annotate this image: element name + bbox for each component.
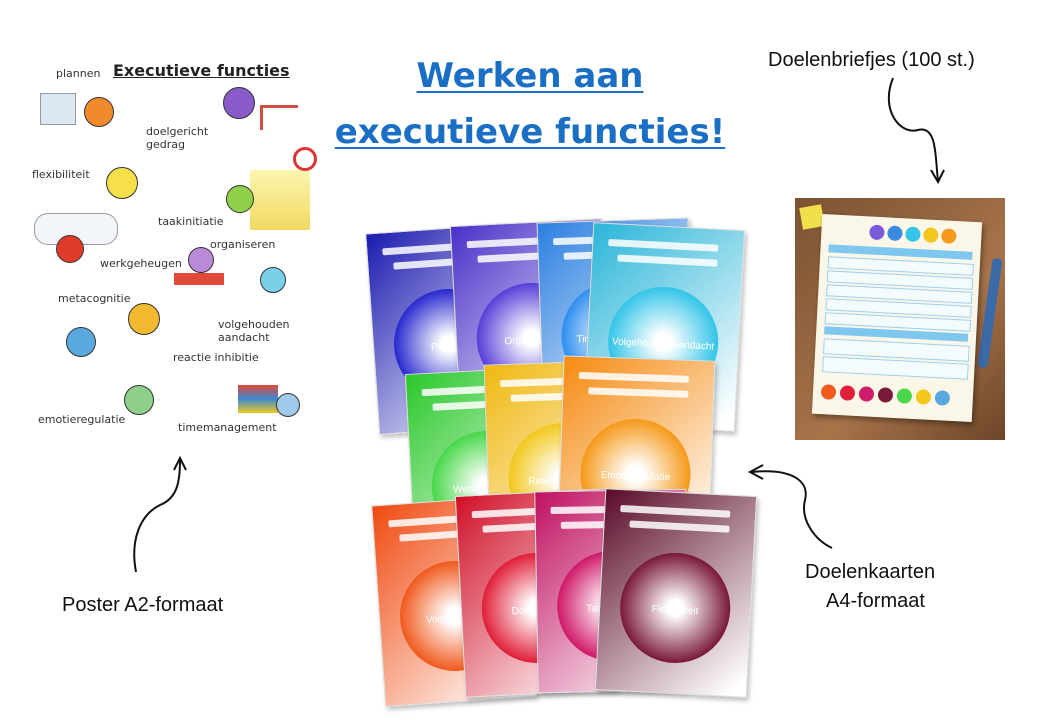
poster-item: plannen xyxy=(56,67,101,80)
doelenkaarten-label-line-1: Doelenkaarten xyxy=(805,561,936,583)
poster-item: taakinitiatie xyxy=(158,215,224,228)
finish-line-icon xyxy=(260,105,298,130)
poster-item: reactie inhibitie xyxy=(173,351,259,364)
light-blue-character-icon xyxy=(276,393,300,417)
purple-character-icon xyxy=(223,87,255,119)
page-title: Werken aan executieve functies! xyxy=(300,48,760,160)
goal-notepad-photo xyxy=(795,198,1005,440)
pen-icon xyxy=(977,257,1003,369)
title-line-1: Werken aan xyxy=(416,56,644,96)
target-icon xyxy=(293,147,317,171)
yellow-character-icon xyxy=(106,167,138,199)
poster-title: Executieve functies xyxy=(113,61,290,80)
poster-item: flexibiliteit xyxy=(32,168,90,181)
title-line-2: executieve functies! xyxy=(334,112,726,152)
storage-boxes-icon xyxy=(174,273,224,285)
red-character-icon xyxy=(56,235,84,263)
poster-item: emotieregulatie xyxy=(38,413,126,426)
poster-image: Executieve functies plannen doelgericht … xyxy=(28,55,328,450)
green-character-2-icon xyxy=(124,385,154,415)
poster-item: organiseren xyxy=(210,238,276,251)
poster-item: volgehouden aandacht xyxy=(218,318,290,344)
yellow-character-2-icon xyxy=(128,303,160,335)
staircase-icon xyxy=(250,170,310,230)
arrow-to-notepad-icon xyxy=(887,77,945,185)
orange-character-icon xyxy=(84,97,114,127)
book-stack-icon xyxy=(238,385,278,413)
poster-item: werkgeheugen xyxy=(100,257,182,270)
notepad-sheet xyxy=(811,213,983,423)
poster-label: Poster A2-formaat xyxy=(62,594,224,616)
poster-item: timemanagement xyxy=(178,421,277,434)
doelenkaarten-label-line-2: A4-formaat xyxy=(826,590,925,612)
cyan-character-icon xyxy=(260,267,286,293)
doelenbriefjes-label: Doelenbriefjes (100 st.) xyxy=(768,49,975,71)
lilac-character-icon xyxy=(188,247,214,273)
green-character-icon xyxy=(226,185,254,213)
arrow-to-cards-icon xyxy=(747,464,833,549)
goal-card: Flexibiliteit xyxy=(594,488,758,698)
blue-character-icon xyxy=(66,327,96,357)
poster-item: doelgericht gedrag xyxy=(146,125,209,151)
poster-item: metacognitie xyxy=(58,292,131,305)
planner-board-icon xyxy=(40,93,76,125)
arrow-from-poster-icon xyxy=(133,455,187,573)
